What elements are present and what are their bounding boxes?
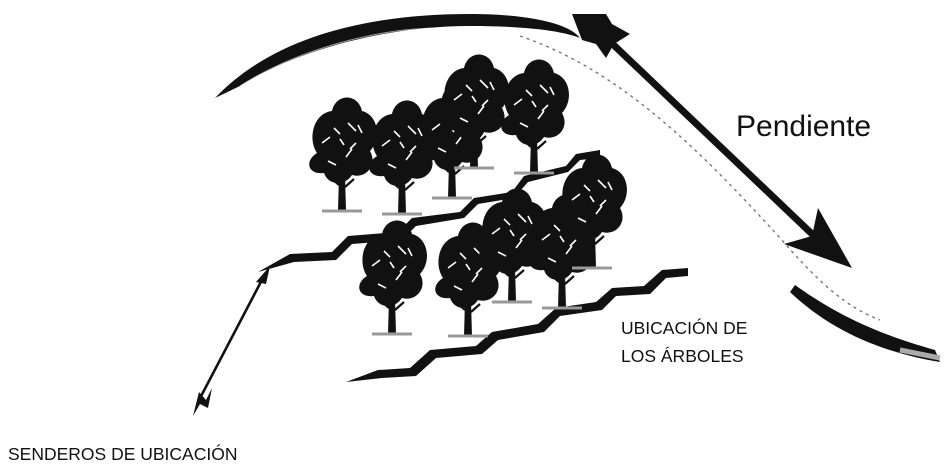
terrace-upper (258, 150, 600, 272)
tree-location-line-2: LOS ÁRBOLES (621, 346, 744, 366)
path-arrow-icon (193, 266, 270, 416)
terrace-lower (346, 268, 688, 382)
location-paths-label: SENDEROS DE UBICACIÓN (8, 444, 238, 464)
hill-ridge (215, 14, 580, 98)
slope-arrow-icon (572, 14, 852, 268)
tree-icon (307, 96, 379, 213)
slope-label: Pendiente (736, 110, 872, 143)
tree-location-line-1: UBICACIÓN DE (621, 318, 748, 338)
lower-ridge (790, 285, 941, 362)
tree-icon (499, 58, 571, 175)
tree-location-label: UBICACIÓN DE LOS ÁRBOLES (621, 314, 747, 370)
